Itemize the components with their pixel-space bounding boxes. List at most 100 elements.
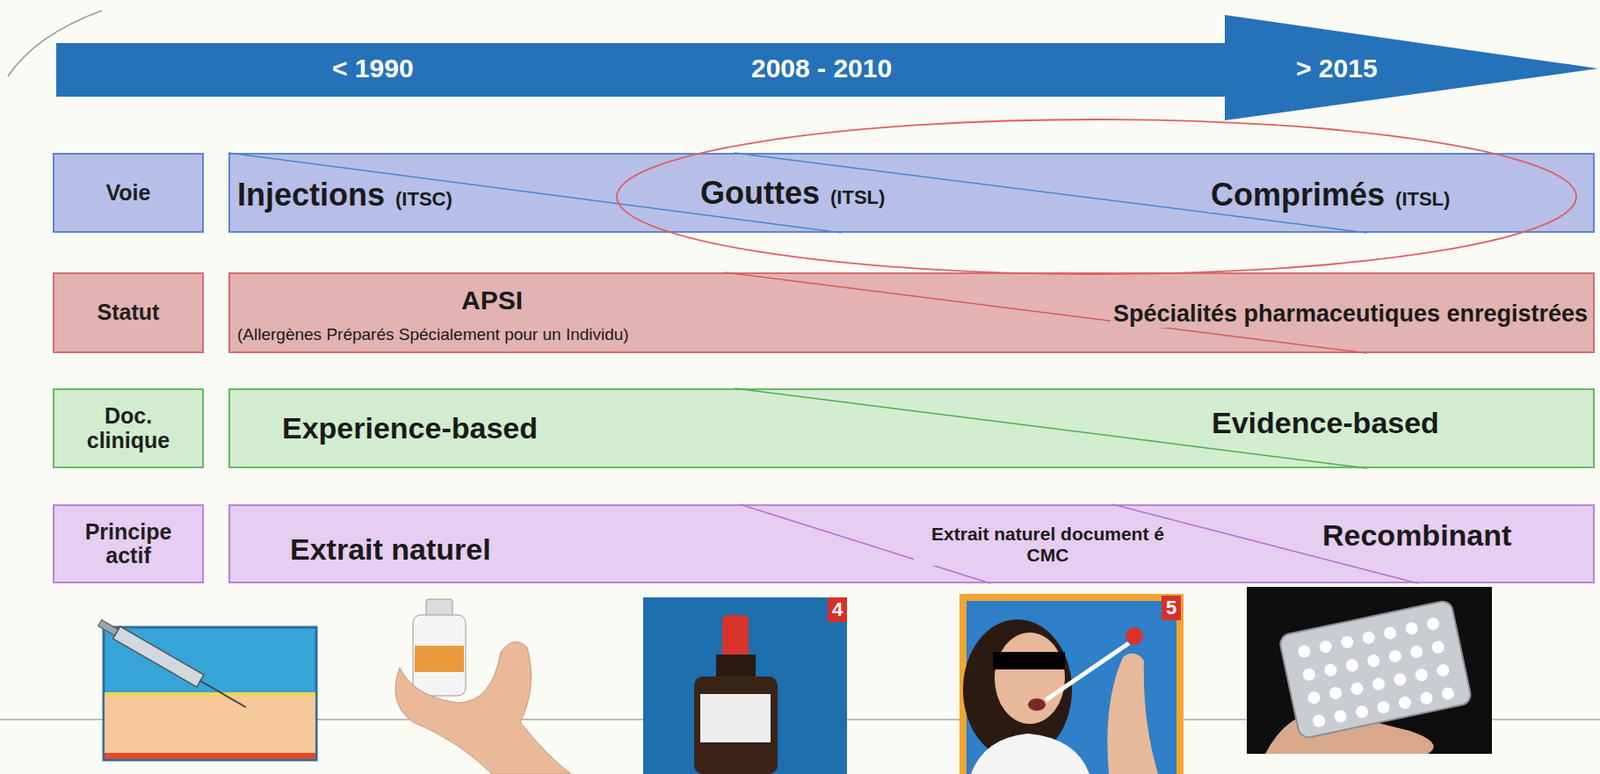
tablets [1296,616,1456,729]
text-group: APSI [458,285,526,317]
node-text: (ITSC) [392,188,456,210]
tablet [1404,621,1420,637]
tablet [1323,662,1339,678]
callout-number: 4 [827,597,848,623]
photo-frame [959,593,1184,774]
tablet [1414,667,1430,683]
tablet [1345,658,1361,674]
node-text: Spécialités pharmaceutiques enregistrées [1110,300,1591,328]
tablet [1296,644,1312,659]
bottle-body [694,676,778,774]
tablet [1361,629,1376,645]
skin-surface [104,692,316,697]
spray-bottle [412,615,466,696]
deep-layer [104,752,316,760]
row-band: Injections(ITSC)Gouttes(ITSL)Comprimés(I… [228,152,1595,233]
text-group: Extrait naturel document é CMC [913,523,1182,566]
tablet [1339,635,1355,651]
transition-line [228,152,842,233]
tablet [1409,644,1425,659]
dropper-bulb [1125,627,1144,645]
tablet [1311,713,1327,729]
node-text: Extrait naturel [287,532,494,567]
photo-tablets [1246,586,1492,754]
transition-line [734,388,1368,469]
arm [1107,653,1159,774]
row-band: Extrait naturel Extrait naturel document … [228,504,1595,584]
text-group: Evidence-based [1209,405,1442,441]
tablet [1371,676,1387,692]
arrow-body [56,14,1599,121]
text-group: > 2015 [1293,53,1381,85]
tablet [1349,680,1365,696]
tablet [1392,672,1408,688]
node-text: Experience-based [279,411,541,446]
tablet [1387,649,1403,665]
node-text: Evidence-based [1209,405,1442,441]
node-text: Injections [234,176,388,213]
bottle-neck [716,654,756,680]
node-text: Comprimés [1208,176,1388,213]
injection-panel [103,627,317,761]
transition-line [724,272,1368,354]
node-text: Recombinant [1319,518,1514,553]
timeline-arrow: < 1990 2008 - 2010 > 2015 [56,14,1600,121]
tablet [1354,704,1370,720]
skin-layer [104,694,316,760]
row-band: Experience-based Evidence-based [228,388,1595,469]
node-text: Voie [103,180,154,206]
shirt [970,733,1090,774]
mouth [1028,698,1046,711]
node-text: (ITSL) [827,186,888,209]
highlight-ellipse [616,119,1577,275]
tablet [1306,690,1322,706]
text-group: (Allergènes Préparés Spécialement pour u… [234,325,632,345]
node-text: Principe actif [68,520,189,569]
tablet [1332,709,1348,724]
node-text: Gouttes [697,174,823,211]
node-text: > 2015 [1293,53,1381,85]
node-text: Extrait naturel document é CMC [913,523,1182,566]
face [994,632,1065,724]
tablet [1397,695,1413,710]
tablet [1328,686,1344,702]
tablet [1382,625,1398,641]
row-label-box: Doc. clinique [52,388,204,469]
transition-line [1112,504,1419,584]
syringe-needle [200,680,247,708]
text-group: Gouttes(ITSL) [697,174,888,211]
dropper-bulb [722,615,749,658]
row-band: APSI (Allergènes Préparés Spécialement po… [228,272,1595,354]
tablet [1419,690,1434,706]
node-text: Statut [94,300,163,326]
node-text: (Allergènes Préparés Spécialement pour u… [234,325,632,345]
photo-drops [643,597,848,774]
row-label-box: Voie [52,152,204,233]
text-group: Spécialités pharmaceutiques enregistrées [1108,300,1593,328]
node-text: < 1990 [329,53,417,85]
text-group: Extrait naturel [287,532,494,567]
transition-line [739,504,991,584]
tablet [1302,666,1318,682]
node-text: Doc. clinique [68,404,189,453]
tablet [1430,639,1446,655]
blister [1278,599,1473,739]
text-group: Recombinant [1319,518,1514,553]
node-text: APSI [458,285,526,317]
tablet [1426,616,1441,632]
callout-number: 5 [1161,595,1181,621]
row-label-box: Statut [52,272,204,354]
text-group: Experience-based [279,411,541,446]
tablet [1366,653,1382,669]
tablet [1375,700,1391,716]
node-text: 2008 - 2010 [748,53,895,85]
node-text: (ITSL) [1392,188,1453,210]
transition-line [734,152,1368,233]
blister-foil [1278,599,1473,739]
row-label-box: Principe actif [52,504,204,584]
eye-bar [992,651,1065,670]
text-group: 2008 - 2010 [748,53,895,85]
